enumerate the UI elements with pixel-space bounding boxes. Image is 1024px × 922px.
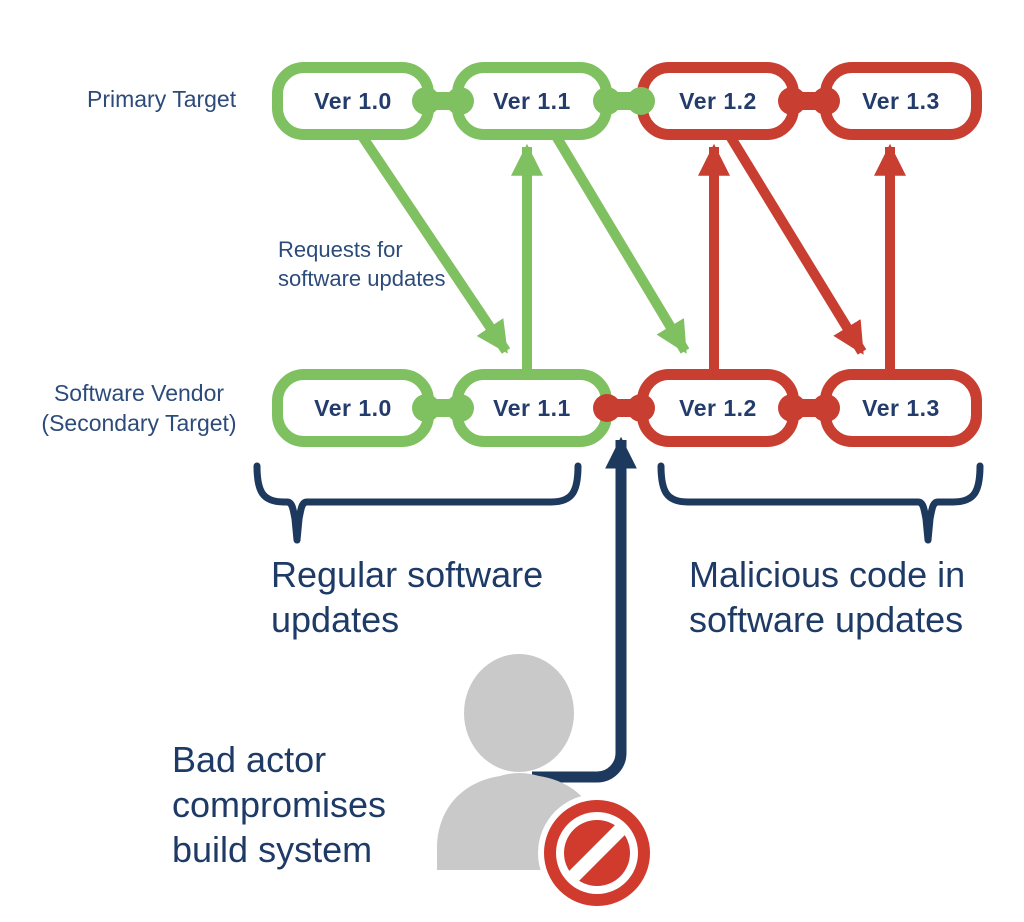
pill-vendor-ver-1-0: Ver 1.0 (272, 369, 434, 447)
annotation-requests: Requests for software updates (278, 235, 446, 293)
row-label-line: Software Vendor (53, 380, 225, 406)
row-label-software-vendor: Software Vendor (Secondary Target) (19, 378, 259, 438)
row-label-line: (Secondary Target) (41, 410, 237, 436)
arrow-request-v1-1-to-v1-2 (551, 133, 690, 354)
annotation-line: software updates (689, 599, 964, 640)
annotation-line: Bad actor (172, 739, 327, 780)
annotation-line: Regular software (271, 554, 544, 595)
no-entry-icon (538, 794, 656, 912)
annotation-line: Malicious code in (689, 554, 966, 595)
annotation-line: compromises (172, 784, 387, 825)
silhouette-shoulders (437, 773, 602, 870)
bad-actor-silhouette-icon (437, 654, 602, 870)
brace-malicious-updates (657, 462, 984, 544)
annotation-line: software updates (278, 266, 446, 291)
annotation-regular-updates: Regular software updates (271, 552, 543, 642)
pill-primary-ver-1-3: Ver 1.3 (820, 62, 982, 140)
pill-vendor-ver-1-1: Ver 1.1 (452, 369, 612, 447)
pill-primary-ver-1-0: Ver 1.0 (272, 62, 434, 140)
pill-primary-ver-1-1: Ver 1.1 (452, 62, 612, 140)
annotation-line: updates (271, 599, 400, 640)
arrow-bad-actor-injection (532, 436, 637, 783)
row-label-line: Primary Target (87, 86, 237, 112)
annotation-malicious-code: Malicious code in software updates (689, 552, 965, 642)
pill-vendor-ver-1-2: Ver 1.2 (637, 369, 799, 447)
brace-regular-updates (253, 462, 582, 544)
pill-vendor-ver-1-3: Ver 1.3 (820, 369, 982, 447)
pill-primary-ver-1-2: Ver 1.2 (637, 62, 799, 140)
silhouette-head (464, 654, 574, 772)
arrow-request-v1-2-to-v1-3 (725, 133, 867, 355)
annotation-line: Requests for (278, 237, 403, 262)
annotation-line: build system (172, 829, 373, 870)
annotation-bad-actor: Bad actor compromises build system (172, 737, 386, 872)
row-label-primary-target: Primary Target (87, 84, 236, 114)
